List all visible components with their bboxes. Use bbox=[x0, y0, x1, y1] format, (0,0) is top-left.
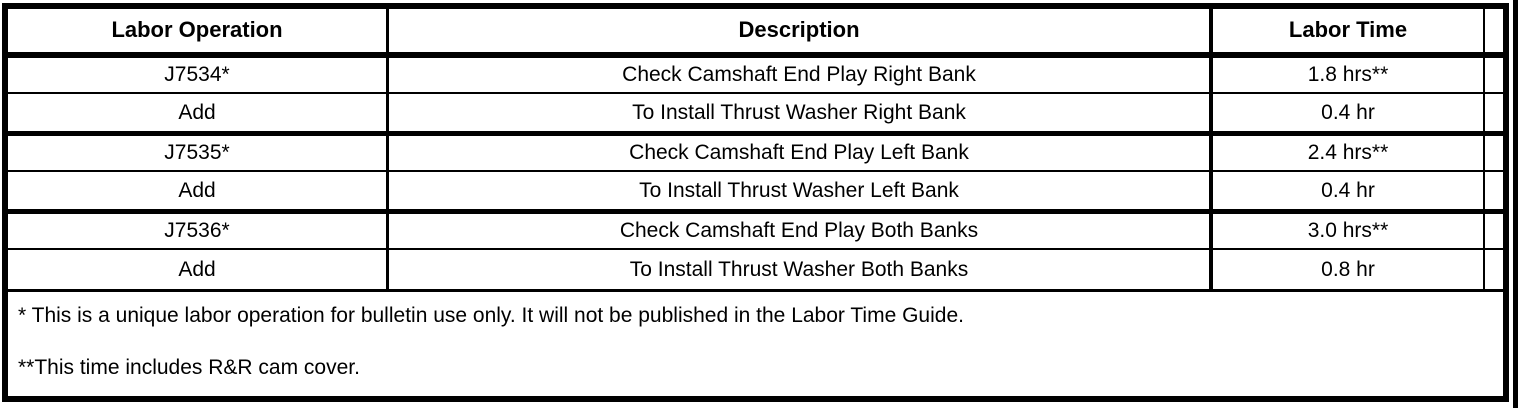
table-row: Add To Install Thrust Washer Left Bank 0… bbox=[8, 172, 1503, 214]
cell-labor-time: 1.8 hrs** bbox=[1213, 58, 1485, 92]
cell-spacer bbox=[1485, 214, 1503, 248]
cell-labor-time: 0.4 hr bbox=[1213, 94, 1485, 131]
cell-spacer bbox=[1485, 250, 1503, 289]
table-header-row: Labor Operation Description Labor Time bbox=[8, 9, 1503, 58]
page-edge-rule bbox=[1513, 0, 1518, 408]
column-header-description: Description bbox=[389, 9, 1213, 52]
cell-spacer bbox=[1485, 172, 1503, 209]
cell-description: Check Camshaft End Play Left Bank bbox=[389, 136, 1213, 170]
cell-spacer bbox=[1485, 58, 1503, 92]
cell-description: To Install Thrust Washer Both Banks bbox=[389, 250, 1213, 289]
cell-labor-operation: J7535* bbox=[8, 136, 389, 170]
cell-labor-operation: Add bbox=[8, 94, 389, 131]
cell-description: Check Camshaft End Play Right Bank bbox=[389, 58, 1213, 92]
table-row: J7534* Check Camshaft End Play Right Ban… bbox=[8, 58, 1503, 94]
column-header-spacer bbox=[1485, 9, 1503, 52]
table-row: Add To Install Thrust Washer Right Bank … bbox=[8, 94, 1503, 136]
cell-description: Check Camshaft End Play Both Banks bbox=[389, 214, 1213, 248]
footnote-rr-cam-cover: **This time includes R&R cam cover. bbox=[18, 356, 360, 380]
column-header-labor-operation: Labor Operation bbox=[8, 9, 389, 52]
labor-time-table: Labor Operation Description Labor Time J… bbox=[2, 3, 1509, 402]
cell-spacer bbox=[1485, 94, 1503, 131]
table-row: Add To Install Thrust Washer Both Banks … bbox=[8, 250, 1503, 292]
cell-description: To Install Thrust Washer Left Bank bbox=[389, 172, 1213, 209]
cell-labor-operation: J7536* bbox=[8, 214, 389, 248]
table-row: J7535* Check Camshaft End Play Left Bank… bbox=[8, 136, 1503, 172]
cell-labor-time: 0.4 hr bbox=[1213, 172, 1485, 209]
table-row: J7536* Check Camshaft End Play Both Bank… bbox=[8, 214, 1503, 250]
footnote-unique-labor-operation: * This is a unique labor operation for b… bbox=[18, 304, 964, 327]
cell-labor-operation: J7534* bbox=[8, 58, 389, 92]
column-header-labor-time: Labor Time bbox=[1213, 9, 1485, 52]
cell-description: To Install Thrust Washer Right Bank bbox=[389, 94, 1213, 131]
table-footnotes: * This is a unique labor operation for b… bbox=[8, 292, 1503, 396]
cell-labor-time: 3.0 hrs** bbox=[1213, 214, 1485, 248]
cell-labor-time: 2.4 hrs** bbox=[1213, 136, 1485, 170]
cell-spacer bbox=[1485, 136, 1503, 170]
cell-labor-operation: Add bbox=[8, 250, 389, 289]
cell-labor-time: 0.8 hr bbox=[1213, 250, 1485, 289]
cell-labor-operation: Add bbox=[8, 172, 389, 209]
